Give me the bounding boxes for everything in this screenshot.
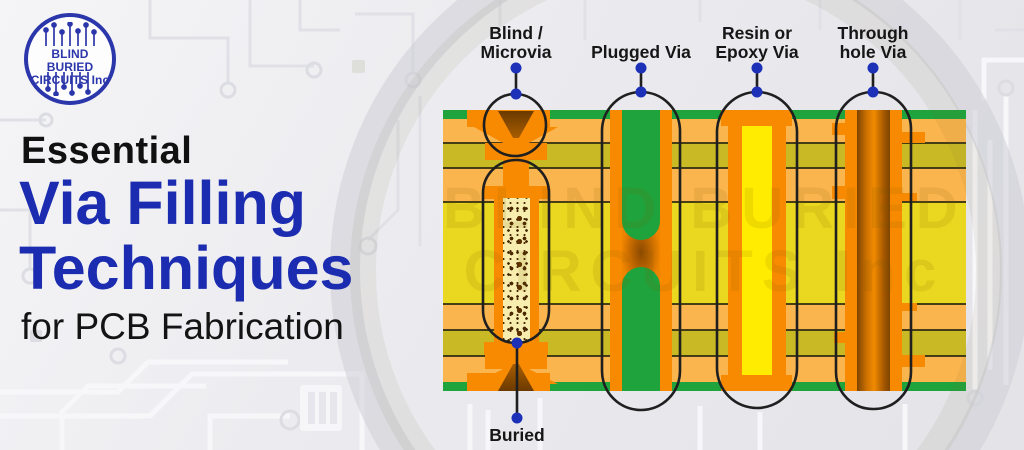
- through-via-bore: [857, 110, 890, 391]
- resin-via-fill: [742, 126, 772, 375]
- through-via-pad-stub: [900, 193, 917, 201]
- blind-microvia-mid-pad: [485, 143, 547, 160]
- through-via-pad-stub: [900, 303, 917, 311]
- buried-via-fill: [503, 198, 530, 344]
- buried-via-bottom-pad1: [484, 342, 548, 355]
- label-buried-via: Buried: [489, 425, 545, 445]
- label-plugged-via: Plugged Via: [591, 42, 691, 62]
- layer-soldermask-top: [443, 110, 966, 119]
- layer-boundary: [443, 201, 966, 203]
- layer-boundary: [443, 142, 966, 144]
- layer-boundary: [443, 355, 966, 357]
- logo-name-line2: CIRCUITS Inc: [30, 73, 110, 87]
- logo-circuit-bottom-icon: [45, 72, 91, 96]
- resin-via-cap-top: [721, 110, 792, 126]
- logo-name-line1: BLIND BURIED: [46, 47, 94, 74]
- through-via-pad-stub: [832, 186, 846, 199]
- layer-boundary: [443, 329, 966, 331]
- headline-subtitle: for PCB Fabrication: [21, 306, 344, 347]
- company-logo: BLIND BURIED CIRCUITS Inc: [24, 13, 116, 105]
- logo-circuit-top-icon: [43, 22, 97, 46]
- headline-title-line2: Techniques: [19, 234, 354, 302]
- plugged-via-plug-bottom: [622, 267, 660, 391]
- layer-soldermask-bottom: [443, 382, 966, 391]
- through-via-pad-stub: [900, 132, 925, 143]
- blind-microvia-neck: [503, 160, 529, 188]
- label-through-hole-via: Through hole Via: [837, 23, 909, 62]
- layer-boundary: [443, 167, 966, 169]
- layer-boundary: [443, 303, 966, 305]
- through-via-pad-stub: [832, 123, 846, 135]
- plugged-via-plug-top: [622, 110, 660, 240]
- through-via-pad-stub: [900, 355, 925, 367]
- label-blind-microvia: Blind / Microvia: [480, 23, 552, 62]
- label-resin-epoxy-via: Resin or Epoxy Via: [715, 23, 799, 62]
- resin-via-cap-bottom: [721, 375, 792, 391]
- headline-title-line1: Via Filling: [19, 169, 306, 237]
- headline-kicker: Essential: [21, 130, 193, 172]
